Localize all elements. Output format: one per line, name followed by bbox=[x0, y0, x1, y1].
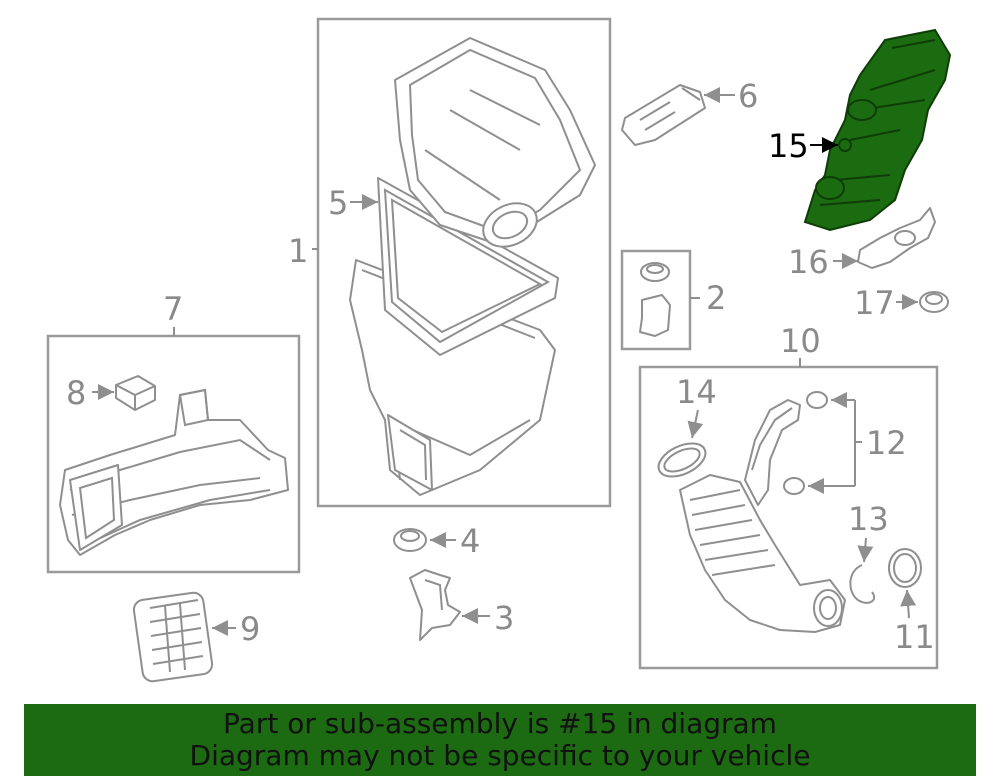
part-8-block bbox=[115, 375, 156, 411]
group-box-air-cleaner bbox=[316, 17, 612, 508]
grommet-part-4 bbox=[393, 528, 427, 552]
bracket-part-3 bbox=[409, 569, 461, 641]
banner-line-2: Diagram may not be specific to your vehi… bbox=[189, 739, 811, 772]
mass-air-flow-sensor bbox=[621, 84, 706, 146]
info-banner: Part or sub-assembly is #15 in diagram D… bbox=[24, 704, 976, 776]
o-rings-part-12 bbox=[783, 391, 828, 495]
callout-3: 3 bbox=[494, 599, 514, 637]
callout-15: 15 bbox=[768, 127, 809, 165]
callout-4: 4 bbox=[460, 522, 480, 560]
callout-9: 9 bbox=[240, 610, 260, 648]
air-cleaner-upper-cover bbox=[394, 37, 596, 248]
callout-6: 6 bbox=[738, 77, 758, 115]
group-box-10 bbox=[638, 365, 939, 670]
part-2-grommet-and-bracket bbox=[639, 262, 671, 337]
seal-part-11 bbox=[888, 548, 922, 588]
callout-5: 5 bbox=[328, 184, 348, 222]
grommet-part-17 bbox=[919, 291, 949, 313]
bracket-part-16 bbox=[857, 207, 936, 269]
callout-14: 14 bbox=[676, 373, 717, 411]
air-intake-duct bbox=[59, 388, 289, 556]
highlighted-part-15-resonator bbox=[803, 28, 952, 232]
clip-part-13 bbox=[849, 564, 876, 604]
callout-10: 10 bbox=[780, 322, 821, 360]
callout-11: 11 bbox=[894, 618, 935, 656]
callout-7: 7 bbox=[163, 290, 183, 328]
group-box-2 bbox=[620, 249, 692, 351]
grille-part-9 bbox=[132, 591, 214, 683]
clamp-part-14 bbox=[657, 442, 707, 478]
callout-2: 2 bbox=[706, 279, 726, 317]
callout-16: 16 bbox=[788, 243, 829, 281]
intake-hose bbox=[679, 399, 846, 633]
callout-17: 17 bbox=[854, 284, 895, 322]
callout-8: 8 bbox=[66, 374, 86, 412]
banner-line-1: Part or sub-assembly is #15 in diagram bbox=[223, 707, 777, 740]
callout-1: 1 bbox=[288, 232, 308, 270]
callout-13: 13 bbox=[848, 500, 889, 538]
air-filter-element bbox=[377, 177, 559, 356]
callout-12: 12 bbox=[866, 424, 907, 462]
parts-diagram: 1 5 6 15 16 bbox=[46, 17, 952, 683]
